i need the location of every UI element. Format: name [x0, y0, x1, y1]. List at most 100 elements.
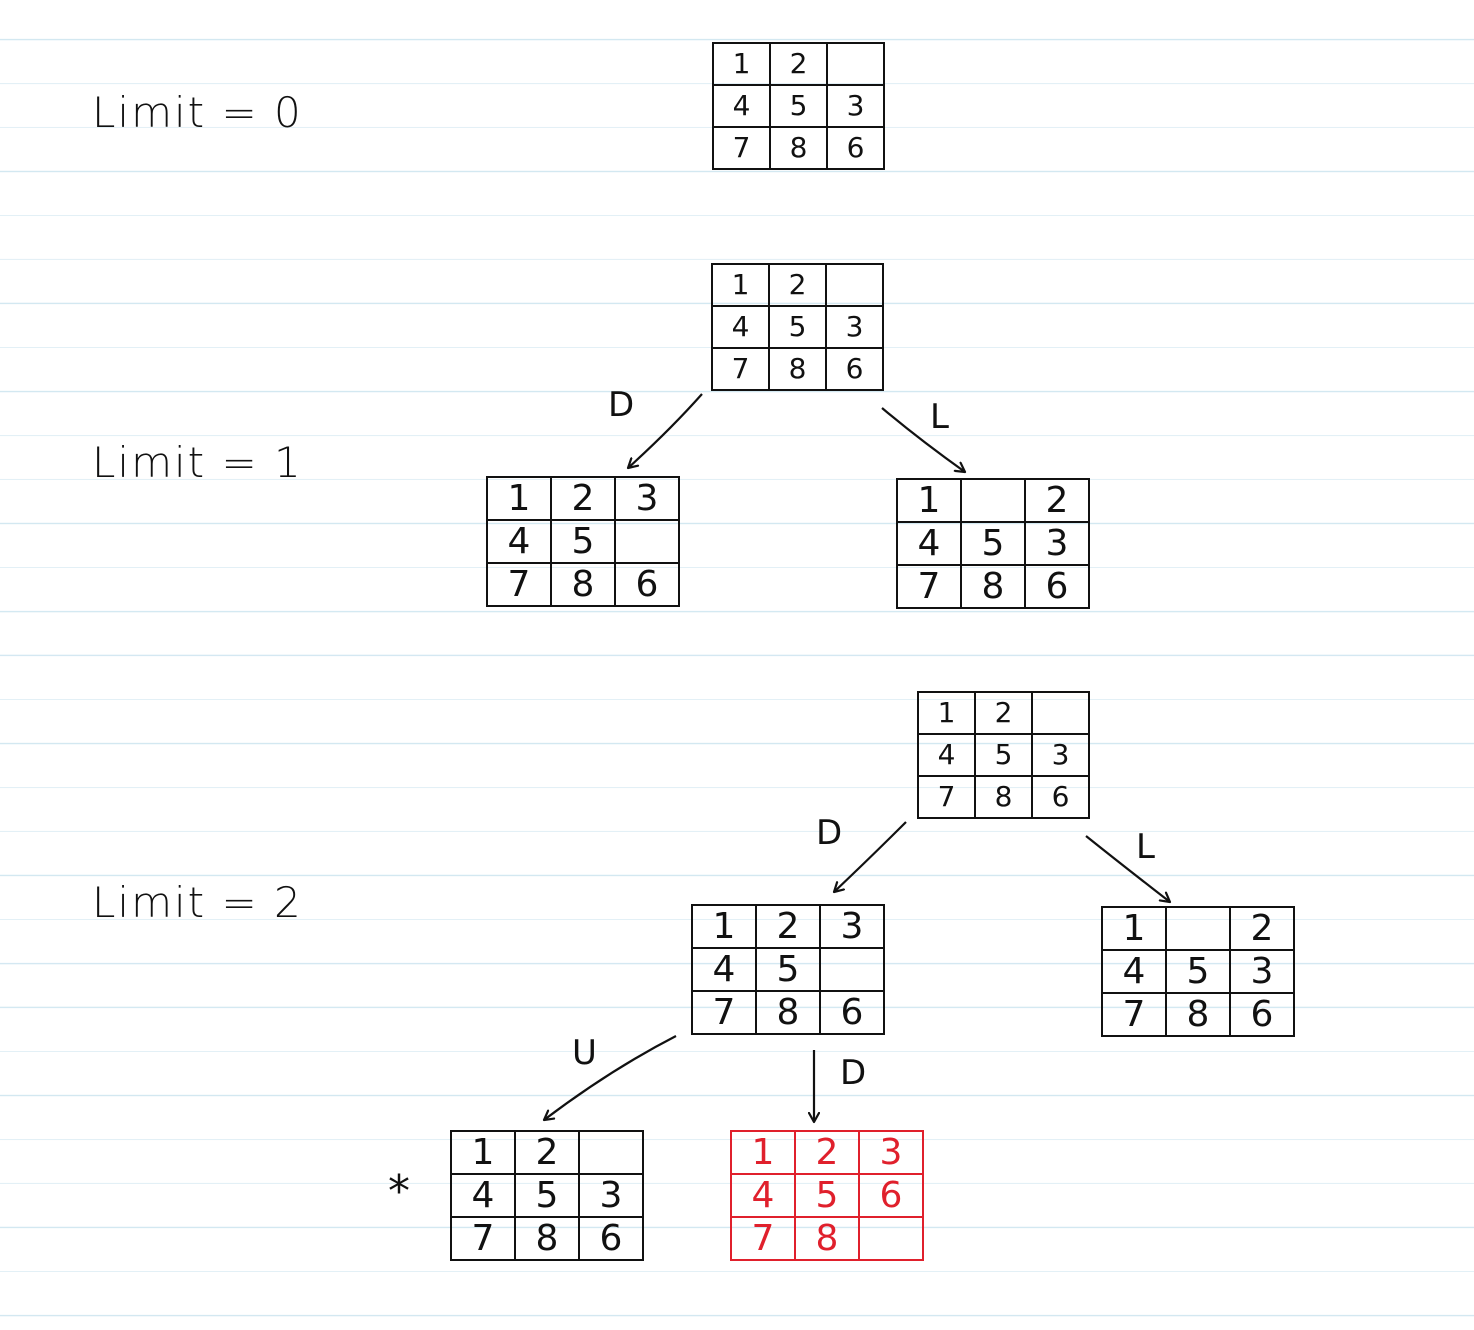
blank-tile: [578, 1130, 644, 1175]
move-label-left: L: [930, 397, 949, 437]
tile: 5: [1165, 949, 1231, 994]
tile: 8: [769, 126, 828, 170]
tile: 6: [826, 126, 885, 170]
tile: 2: [974, 691, 1033, 735]
tile: 1: [711, 263, 770, 307]
tile: 3: [578, 1173, 644, 1218]
edge-l2-left: [1085, 835, 1170, 902]
tile: 3: [826, 84, 885, 128]
tile: 5: [960, 521, 1026, 566]
tile: 2: [550, 476, 616, 521]
move-label-up: U: [572, 1033, 597, 1073]
tile: 4: [712, 84, 771, 128]
blank-tile: [1031, 691, 1090, 735]
tile: 4: [486, 519, 552, 564]
tile: 6: [858, 1173, 924, 1218]
tile: 1: [917, 691, 976, 735]
tile: 5: [550, 519, 616, 564]
tile: 7: [691, 990, 757, 1035]
tile: 2: [768, 263, 827, 307]
tile: 5: [755, 947, 821, 992]
tile: 5: [974, 733, 1033, 777]
tile: 8: [794, 1216, 860, 1261]
blank-tile: [960, 478, 1026, 523]
tile: 8: [960, 564, 1026, 609]
tile: 1: [486, 476, 552, 521]
blank-tile: [825, 263, 884, 307]
limit-1-label: Limit = 1: [92, 438, 303, 487]
tile: 4: [896, 521, 962, 566]
limit-2-label: Limit = 2: [92, 878, 303, 927]
edge-l2-down: [834, 821, 907, 892]
tile: 4: [691, 947, 757, 992]
tile: 2: [1024, 478, 1090, 523]
tile: 8: [550, 562, 616, 607]
tile: 3: [858, 1130, 924, 1175]
tile: 4: [711, 305, 770, 349]
move-label-down: D: [840, 1053, 867, 1093]
tile: 1: [712, 42, 771, 86]
tile: 4: [1101, 949, 1167, 994]
tile: 4: [730, 1173, 796, 1218]
tile: 7: [711, 347, 770, 391]
tile: 7: [712, 126, 771, 170]
tile: 8: [514, 1216, 580, 1261]
edge-l1-down: [628, 393, 703, 468]
tile: 5: [514, 1173, 580, 1218]
tile: 1: [450, 1130, 516, 1175]
tile: 6: [614, 562, 680, 607]
tile: 3: [825, 305, 884, 349]
tile: 5: [768, 305, 827, 349]
tile: 4: [450, 1173, 516, 1218]
tile: 6: [1229, 992, 1295, 1037]
blank-tile: [819, 947, 885, 992]
tile: 7: [1101, 992, 1167, 1037]
tile: 6: [1024, 564, 1090, 609]
move-label-left: L: [1136, 827, 1155, 867]
tile: 5: [794, 1173, 860, 1218]
tile: 7: [486, 562, 552, 607]
tile: 7: [917, 775, 976, 819]
tile: 3: [614, 476, 680, 521]
move-label-down: D: [608, 385, 635, 425]
blank-tile: [858, 1216, 924, 1261]
tile: 7: [730, 1216, 796, 1261]
tile: 3: [819, 904, 885, 949]
tile: 2: [794, 1130, 860, 1175]
tile: 4: [917, 733, 976, 777]
tile: 6: [825, 347, 884, 391]
tile: 5: [769, 84, 828, 128]
tile: 2: [769, 42, 828, 86]
tile: 8: [974, 775, 1033, 819]
tile: 2: [1229, 906, 1295, 951]
